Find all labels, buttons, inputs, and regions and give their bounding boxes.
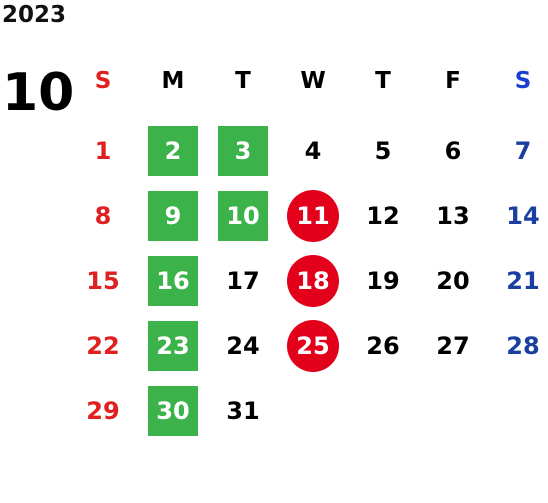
day-cell: 12 (348, 190, 418, 242)
day-cell: 20 (418, 255, 488, 307)
day-cell: 2 (138, 125, 208, 177)
day-cell: 10 (208, 190, 278, 242)
weekday-label: F (445, 67, 461, 94)
weekday-label: M (161, 67, 185, 94)
day-number: 5 (374, 137, 392, 165)
day-number: 22 (86, 332, 120, 360)
day-number: 1 (94, 137, 112, 165)
day-cell: 13 (418, 190, 488, 242)
weekday-header: T (348, 55, 418, 107)
day-number: 27 (436, 332, 470, 360)
day-cell: 7 (488, 125, 548, 177)
day-cell: 11 (278, 190, 348, 242)
day-number: 14 (506, 202, 540, 230)
weekday-label: T (375, 67, 391, 94)
day-number: 26 (366, 332, 400, 360)
day-number: 21 (506, 267, 540, 295)
highlighted-day-green: 3 (218, 126, 268, 176)
weekday-label: S (514, 67, 532, 94)
weekday-label: W (300, 67, 326, 94)
highlighted-day-red: 18 (287, 255, 339, 307)
day-number: 15 (86, 267, 120, 295)
day-cell: 18 (278, 255, 348, 307)
highlighted-day-green: 9 (148, 191, 198, 241)
day-cell: 28 (488, 320, 548, 372)
weekday-header: M (138, 55, 208, 107)
month-number: 10 (2, 63, 75, 123)
weekday-header: T (208, 55, 278, 107)
highlighted-day-green: 30 (148, 386, 198, 436)
day-cell: 3 (208, 125, 278, 177)
weekday-label: S (94, 67, 112, 94)
highlighted-day-green: 23 (148, 321, 198, 371)
day-cell: 8 (68, 190, 138, 242)
day-cell: 6 (418, 125, 488, 177)
day-cell: 9 (138, 190, 208, 242)
day-cell: 21 (488, 255, 548, 307)
day-cell: 24 (208, 320, 278, 372)
day-cell: 22 (68, 320, 138, 372)
day-number: 12 (366, 202, 400, 230)
day-cell: 19 (348, 255, 418, 307)
day-number: 6 (444, 137, 462, 165)
year-label: 2023 (2, 2, 67, 28)
highlighted-day-green: 16 (148, 256, 198, 306)
day-number: 13 (436, 202, 470, 230)
day-cell: 30 (138, 385, 208, 437)
day-cell: 1 (68, 125, 138, 177)
weekday-header: S (68, 55, 138, 107)
highlighted-day-green: 10 (218, 191, 268, 241)
highlighted-day-red: 11 (287, 190, 339, 242)
day-cell: 4 (278, 125, 348, 177)
highlighted-day-red: 25 (287, 320, 339, 372)
day-cell: 5 (348, 125, 418, 177)
day-number: 7 (514, 137, 532, 165)
day-cell: 23 (138, 320, 208, 372)
day-cell: 16 (138, 255, 208, 307)
day-cell: 31 (208, 385, 278, 437)
day-number: 31 (226, 397, 260, 425)
day-number: 29 (86, 397, 120, 425)
day-number: 19 (366, 267, 400, 295)
weekday-label: T (235, 67, 251, 94)
day-number: 17 (226, 267, 260, 295)
day-number: 28 (506, 332, 540, 360)
day-cell: 25 (278, 320, 348, 372)
highlighted-day-green: 2 (148, 126, 198, 176)
day-number: 8 (94, 202, 112, 230)
day-number: 24 (226, 332, 260, 360)
day-number: 20 (436, 267, 470, 295)
day-cell: 15 (68, 255, 138, 307)
day-cell: 26 (348, 320, 418, 372)
day-cell: 14 (488, 190, 548, 242)
day-cell: 17 (208, 255, 278, 307)
day-cell: 27 (418, 320, 488, 372)
day-number: 4 (304, 137, 322, 165)
weekday-header: S (488, 55, 548, 107)
day-cell: 29 (68, 385, 138, 437)
weekday-header: F (418, 55, 488, 107)
weekday-header: W (278, 55, 348, 107)
